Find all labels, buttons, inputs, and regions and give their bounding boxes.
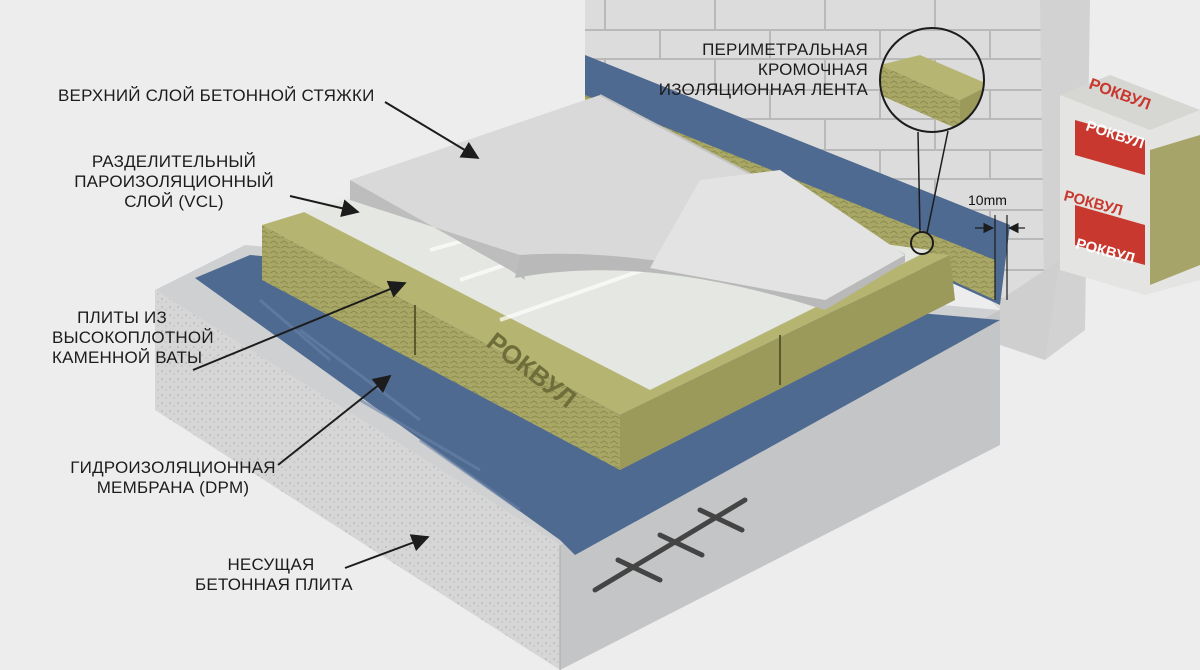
label-stone-wool: ПЛИТЫ ИЗ ВЫСОКОПЛОТНОЙ КАМЕННОЙ ВАТЫ [52,308,214,367]
label-edge-strip: ПЕРИМЕТРАЛЬНАЯ КРОМОЧНАЯ ИЗОЛЯЦИОННАЯ ЛЕ… [658,40,868,99]
top-screed [350,94,906,310]
label-dpm: ГИДРОИЗОЛЯЦИОННАЯ МЕМБРАНА (DPM) [70,458,276,497]
label-vcl: РАЗДЕЛИТЕЛЬНЫЙ ПАРОИЗОЛЯЦИОННЫЙ СЛОЙ (VC… [74,152,274,211]
label-top-screed: ВЕРХНИЙ СЛОЙ БЕТОННОЙ СТЯЖКИ [58,86,375,105]
leader-arrows [192,101,480,569]
label-slab: НЕСУЩАЯ БЕТОННАЯ ПЛИТА [195,555,353,594]
rockwool-pack: РОКВУЛ РОКВУЛ РОКВУЛ РОКВУЛ [1060,75,1200,295]
label-gap: 10mm [968,192,1007,208]
gap-dimension [975,215,1025,300]
